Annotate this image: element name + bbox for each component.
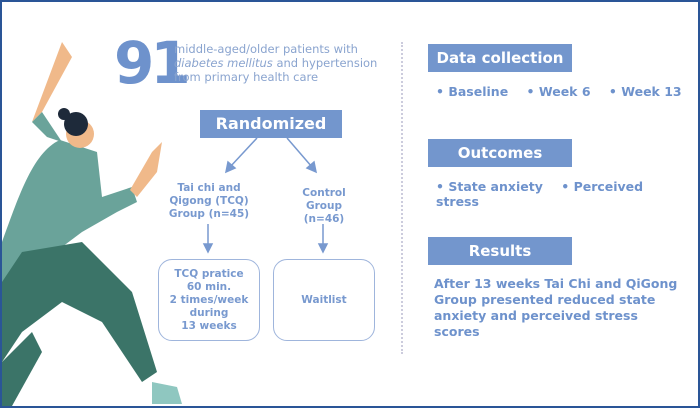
divider	[401, 42, 403, 354]
randomized-box: Randomized	[200, 110, 342, 138]
tcq-group-label: Tai chi and Qigong (TCQ) Group (n=45)	[167, 182, 251, 221]
tcq-intervention-box: TCQ pratice 60 min. 2 times/week during …	[158, 259, 260, 341]
condition-rest: and hypertension	[272, 56, 378, 70]
label-line: Control Group	[302, 187, 346, 212]
data-collection-header: Data collection	[428, 44, 572, 72]
label-line: Tai chi and	[177, 182, 241, 194]
detail-line: during	[189, 306, 229, 319]
detail-line: 60 min.	[186, 280, 232, 293]
condition-italic: diabetes mellitus	[174, 56, 273, 70]
participant-count: 91	[114, 29, 191, 97]
results-text: After 13 weeks Tai Chi and QiGong Group …	[434, 276, 678, 339]
results-header: Results	[428, 237, 572, 265]
control-group-label: Control Group (n=46)	[284, 187, 364, 226]
participant-description: middle-aged/older patients with diabetes…	[174, 42, 377, 84]
label-line: (n=46)	[303, 213, 345, 225]
outcomes-items: • State anxiety • Perceived stress	[436, 179, 698, 209]
desc-line: middle-aged/older patients with	[174, 42, 358, 56]
desc-line: diabetes mellitus and hypertension	[174, 56, 377, 70]
label-line: Qigong (TCQ)	[169, 195, 249, 207]
timepoint: • Week 13	[608, 84, 682, 99]
tai-chi-woman-illustration	[2, 42, 182, 406]
desc-line: from primary health care	[174, 70, 319, 84]
timepoint: • Week 6	[526, 84, 591, 99]
flow-arrows	[202, 137, 329, 254]
timepoint: • Baseline	[436, 84, 509, 99]
waitlist-box: Waitlist	[273, 259, 375, 341]
data-collection-items: • Baseline • Week 6 • Week 13	[436, 84, 696, 99]
outcomes-header: Outcomes	[428, 139, 572, 167]
waitlist-label: Waitlist	[301, 293, 347, 306]
detail-line: 2 times/week	[169, 293, 249, 306]
outcome: • State anxiety	[436, 179, 543, 194]
outcome: • Perceived stress	[436, 179, 644, 209]
label-line: Group (n=45)	[168, 208, 250, 220]
detail-line: TCQ pratice	[174, 267, 244, 280]
detail-line: 13 weeks	[181, 319, 237, 332]
